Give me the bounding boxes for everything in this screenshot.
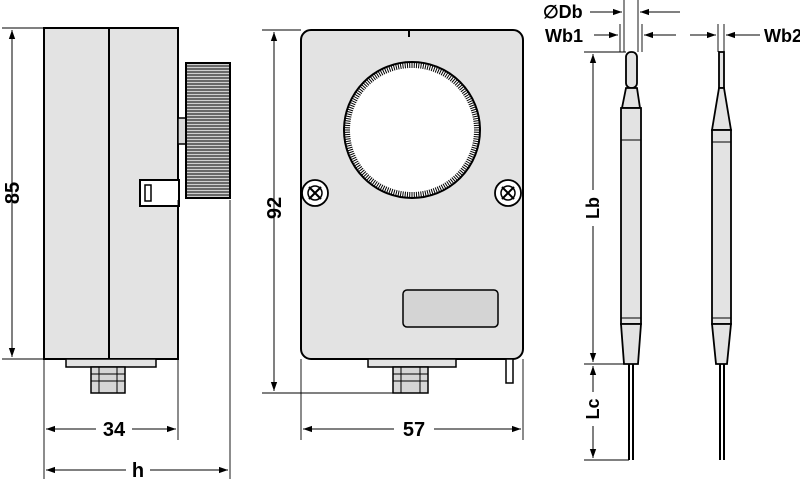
- screw-left: [301, 179, 329, 207]
- dim-57-label: 57: [403, 419, 425, 441]
- front-cable-gland: [392, 366, 429, 394]
- dim-85-label: 85: [2, 182, 24, 204]
- dim-92-label: 92: [264, 197, 286, 219]
- setting-dial-knurling: [344, 62, 480, 198]
- setting-dial: [343, 61, 481, 199]
- side-cable-gland: [90, 366, 126, 394]
- dim-lb-label: Lb: [583, 197, 603, 219]
- side-knob: [185, 62, 231, 199]
- side-view: 85 34 h: [2, 27, 231, 479]
- side-knob-shaft: [177, 117, 187, 145]
- sensor-bulb-1: ∅Db Wb1 Lb Lc: [543, 0, 680, 461]
- dim-h-label: h: [132, 460, 144, 479]
- dim-lc-label: Lc: [583, 398, 603, 419]
- dim-34-label: 34: [103, 419, 126, 441]
- sensor-bulb-2: Wb2: [690, 24, 800, 460]
- front-cable-gland-base: [367, 358, 457, 368]
- dim-wb2-label: Wb2: [764, 26, 800, 46]
- screw-right: [494, 179, 522, 207]
- side-cable-gland-base: [65, 358, 157, 368]
- front-view: 92 57: [262, 29, 524, 441]
- capillary-exit: [505, 358, 514, 384]
- dim-db-label: ∅Db: [543, 2, 583, 22]
- dim-wb1-label: Wb1: [545, 26, 583, 46]
- label-window: [402, 289, 499, 328]
